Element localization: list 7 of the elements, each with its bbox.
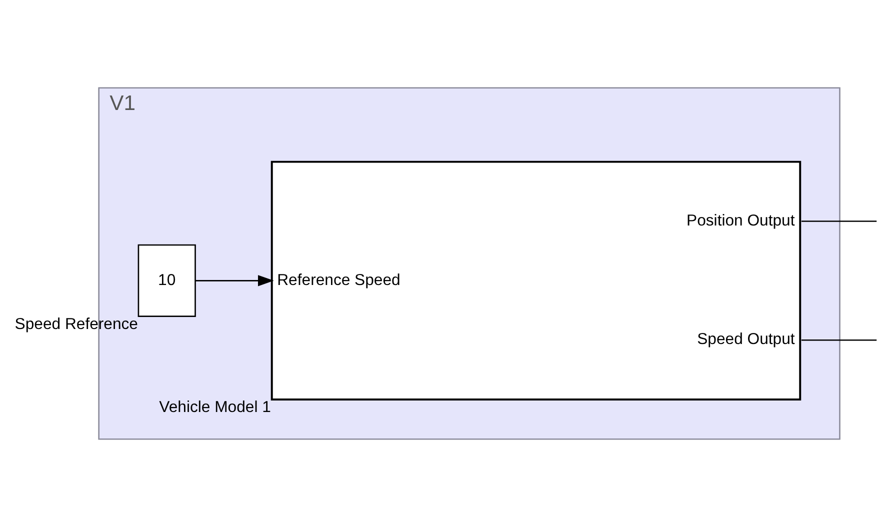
node-box: Reference Speed Position Output Speed Output xyxy=(270,160,802,400)
node-label: Vehicle Model 1 xyxy=(159,398,271,416)
node-label: Speed Reference xyxy=(14,316,138,333)
node-box: 10 xyxy=(138,244,196,316)
connector xyxy=(801,338,877,340)
arrow xyxy=(195,274,274,286)
connector xyxy=(801,220,877,222)
